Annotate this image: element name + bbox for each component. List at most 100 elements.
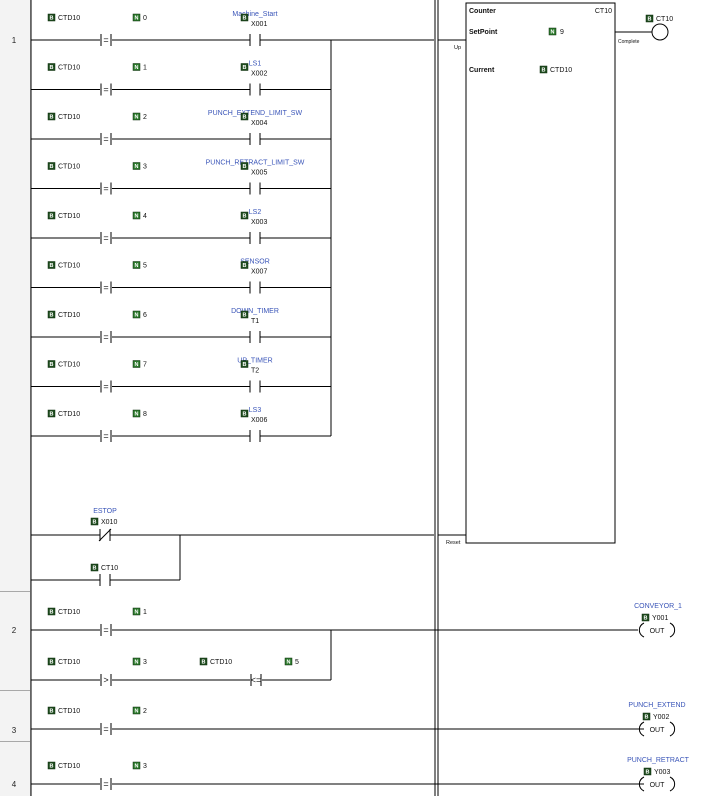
- counter-box[interactable]: [465, 2, 616, 544]
- coil-text: OUT: [650, 782, 666, 789]
- rung-number-1[interactable]: 1: [11, 36, 17, 45]
- coil-text: OUT: [650, 727, 666, 734]
- chip-glyph: N: [135, 312, 139, 318]
- compare-right-label: 7: [143, 362, 147, 369]
- compare-left-label: CTD10: [210, 659, 232, 666]
- chip-glyph: N: [135, 411, 139, 417]
- chip-glyph: N: [135, 609, 139, 615]
- coil-text: OUT: [650, 628, 666, 635]
- contact-address: X005: [251, 170, 267, 177]
- rung-number-3[interactable]: 3: [11, 726, 17, 735]
- chip-glyph: N: [551, 29, 555, 35]
- compare-left-label: CTD10: [58, 411, 80, 418]
- compare-operator: =: [103, 85, 108, 95]
- bit-memory-icon: [240, 360, 249, 368]
- contact-nickname: LS2: [249, 209, 262, 216]
- chip-glyph: B: [243, 362, 247, 368]
- coil-arc: [669, 776, 676, 792]
- chip-glyph: B: [644, 615, 648, 621]
- bit-memory-icon: [47, 112, 56, 121]
- contact-nickname: PUNCH_RETRACT_LIMIT_SW: [206, 160, 305, 167]
- chip-glyph: N: [135, 114, 139, 120]
- bit-memory-icon: [199, 657, 208, 666]
- bit-memory-icon: [240, 162, 249, 170]
- contact-address: X002: [251, 71, 267, 78]
- compare-left-label: CTD10: [58, 114, 80, 121]
- chip-glyph: B: [648, 16, 652, 22]
- bit-memory-icon: [47, 607, 56, 616]
- up-pin-label: Up: [454, 45, 461, 51]
- contact-nickname: PUNCH_EXTEND_LIMIT_SW: [208, 110, 303, 117]
- contact-nickname: LS1: [249, 61, 262, 68]
- punch-retract-coil[interactable]: [637, 775, 677, 793]
- punch-extend-coil[interactable]: [637, 720, 677, 738]
- compare-left-label: CTD10: [58, 609, 80, 616]
- rung-separator: [0, 741, 30, 742]
- contact-address: T1: [251, 318, 259, 325]
- bit-memory-icon: [539, 65, 548, 74]
- rung-number-4[interactable]: 4: [11, 780, 17, 789]
- chip-glyph: B: [50, 609, 54, 615]
- bit-memory-icon: [641, 613, 650, 622]
- chip-glyph: B: [645, 714, 649, 720]
- setpoint-value: 9: [560, 29, 564, 36]
- compare-left-label: CTD10: [58, 15, 80, 22]
- rung-number-2[interactable]: 2: [11, 626, 17, 635]
- coil-address: Y002: [653, 714, 669, 721]
- chip-glyph: B: [93, 519, 97, 525]
- chip-glyph: B: [50, 15, 54, 21]
- chip-glyph: B: [50, 213, 54, 219]
- conveyor-coil[interactable]: [637, 621, 677, 639]
- numeric-constant-icon: [284, 657, 293, 666]
- contact-nickname: UP_TIMER: [237, 358, 272, 365]
- coil-arc: [638, 622, 645, 638]
- contact-address: X007: [251, 269, 267, 276]
- numeric-constant-icon: [132, 706, 141, 715]
- compare-left-label: CTD10: [58, 659, 80, 666]
- counter-tag: CT10: [595, 8, 612, 15]
- chip-glyph: B: [50, 763, 54, 769]
- chip-glyph: B: [50, 164, 54, 170]
- chip-glyph: N: [135, 263, 139, 269]
- bit-memory-icon: [47, 13, 56, 22]
- chip-glyph: B: [542, 67, 546, 73]
- bit-memory-icon: [47, 63, 56, 71]
- compare-operator: =: [103, 625, 108, 635]
- chip-glyph: B: [243, 312, 247, 318]
- compare-right-label: 6: [143, 312, 147, 319]
- chip-glyph: B: [50, 708, 54, 714]
- numeric-constant-icon: [548, 27, 557, 36]
- contact-address: X001: [251, 21, 267, 28]
- bit-memory-icon: [47, 360, 56, 368]
- contact-nickname: DOWN_TIMER: [231, 308, 279, 315]
- compare-left-label: CTD10: [58, 65, 80, 72]
- coil-tag-label: CT10: [656, 16, 673, 23]
- numeric-constant-icon: [132, 360, 141, 368]
- coil-arc: [638, 776, 645, 792]
- chip-glyph: B: [202, 659, 206, 665]
- numeric-constant-icon: [132, 112, 141, 121]
- compare-right-label: 8: [143, 411, 147, 418]
- compare-right-label: 1: [143, 609, 147, 616]
- ct-contact-tag: CT10: [101, 565, 118, 572]
- chip-glyph: B: [93, 565, 97, 571]
- numeric-constant-icon: [132, 607, 141, 616]
- numeric-constant-icon: [132, 63, 141, 71]
- contact-nickname: LS3: [249, 407, 262, 414]
- chip-glyph: B: [243, 114, 247, 120]
- numeric-constant-icon: [132, 261, 141, 269]
- numeric-constant-icon: [132, 162, 141, 170]
- counter-done-coil[interactable]: [651, 23, 669, 41]
- compare-operator: =: [103, 233, 108, 243]
- estop-address: X010: [101, 519, 117, 526]
- compare-operator: =: [103, 283, 108, 293]
- current-label: Current: [469, 67, 495, 74]
- contact-address: X004: [251, 120, 267, 127]
- current-value: CTD10: [550, 67, 572, 74]
- compare-operator: =: [103, 35, 108, 45]
- chip-glyph: N: [135, 65, 139, 71]
- compare-left-label: CTD10: [58, 164, 80, 171]
- coil-address: Y003: [654, 769, 670, 776]
- numeric-constant-icon: [132, 409, 141, 418]
